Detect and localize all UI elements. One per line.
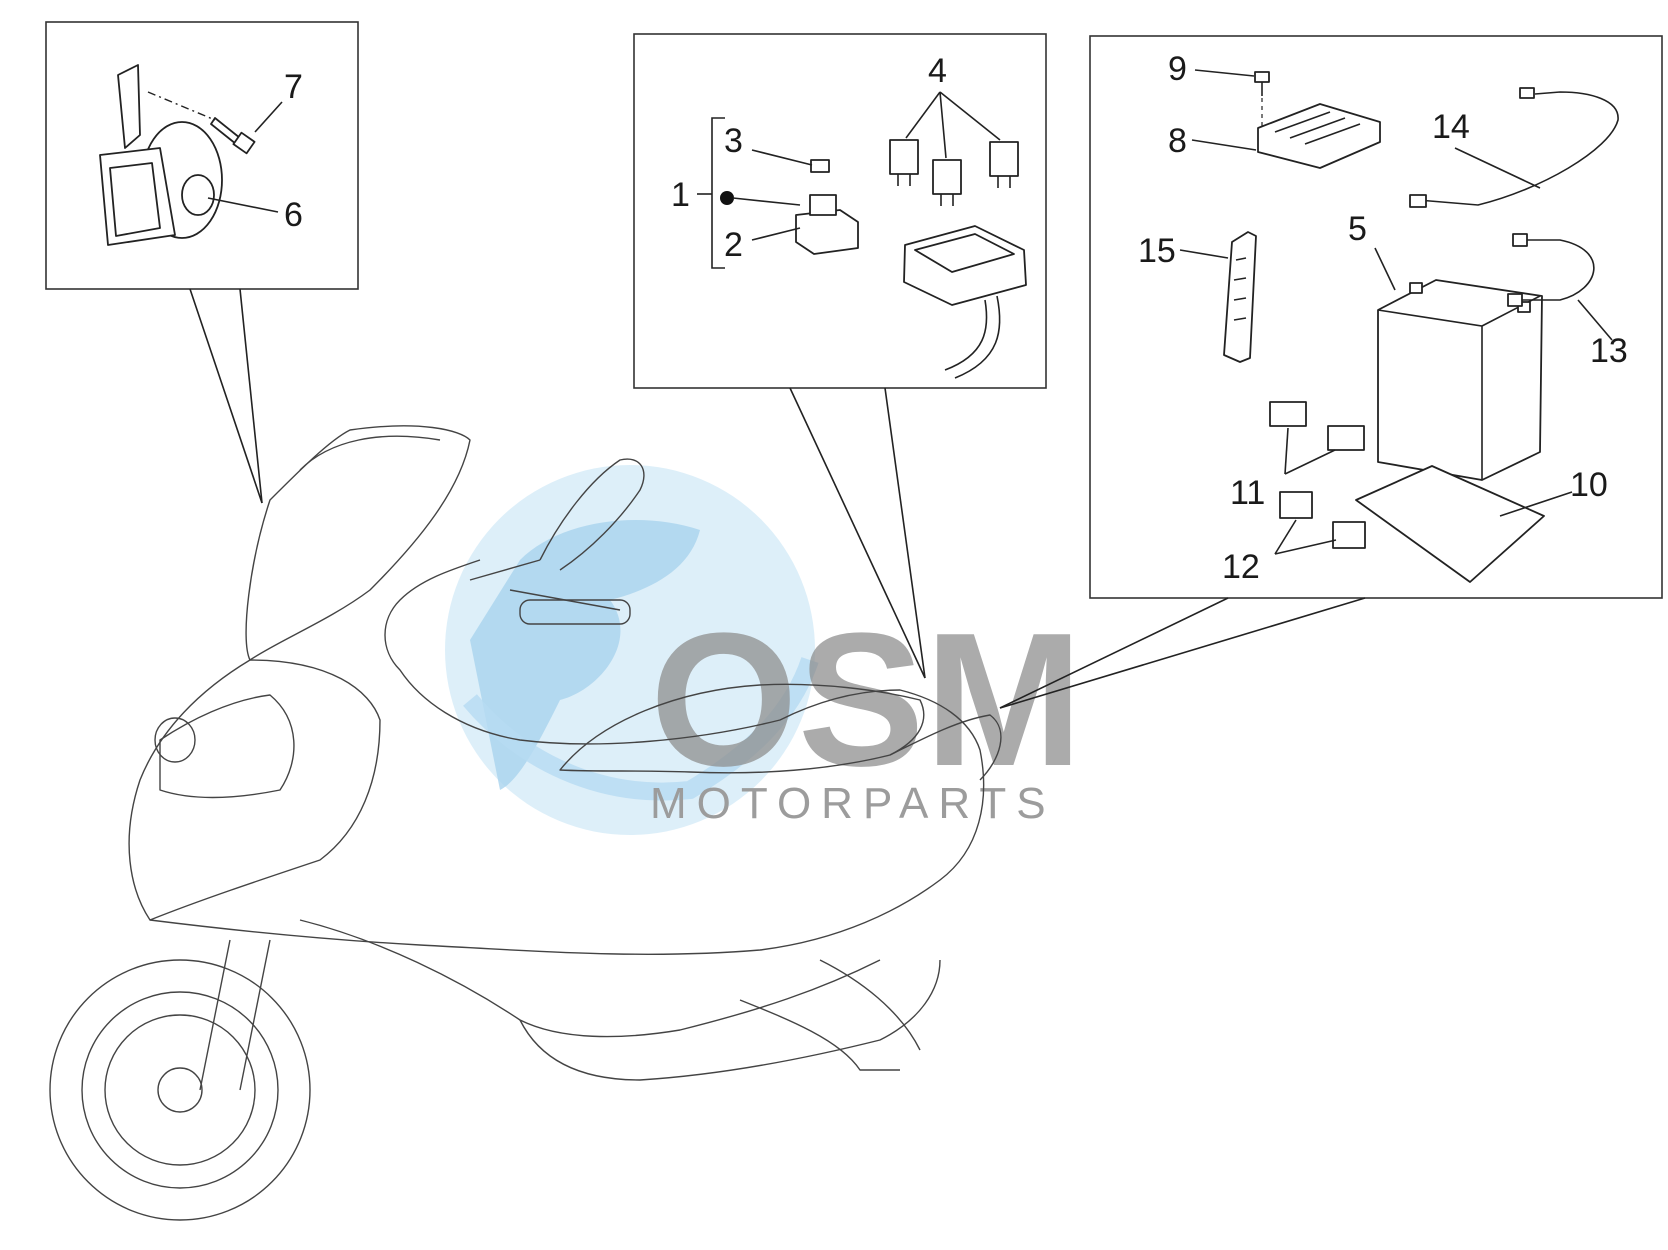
callout-8: 8 — [1168, 122, 1187, 160]
callout-2: 2 — [724, 226, 743, 264]
watermark-tagline: MOTORPARTS — [650, 779, 1056, 828]
watermark-logo: OSM — [650, 594, 1083, 806]
screw-icon — [1254, 71, 1270, 96]
callout-15: 15 — [1138, 232, 1176, 270]
scooter-outline — [49, 425, 1002, 1221]
callout-13: 13 — [1590, 332, 1628, 370]
positive-cable-icon — [1507, 233, 1595, 307]
negative-cable-icon — [1409, 87, 1619, 208]
battery-icon — [1377, 279, 1543, 481]
horn-icon — [99, 64, 223, 246]
fuse-relay-detail-box: 4 3 1 2 — [633, 33, 1047, 679]
callout-11: 11 — [1230, 474, 1265, 512]
callout-7: 7 — [284, 68, 303, 106]
fuse-box-icon — [903, 225, 1027, 379]
watermark: OSM MOTORPARTS — [445, 465, 1083, 835]
callout-6: 6 — [284, 196, 303, 234]
callout-12: 12 — [1222, 548, 1260, 586]
callout-4: 4 — [928, 52, 947, 90]
callout-3: 3 — [724, 122, 743, 160]
callout-10: 10 — [1570, 466, 1608, 504]
battery-cover-icon — [1257, 103, 1381, 169]
callout-1: 1 — [671, 176, 690, 214]
battery-strap-icon — [1223, 231, 1257, 363]
relay-icons — [889, 139, 1019, 206]
battery-pad-icon — [1355, 465, 1545, 583]
callout-14: 14 — [1432, 108, 1470, 146]
horn-bolt-icon — [210, 117, 256, 155]
callout-5: 5 — [1348, 210, 1367, 248]
fuse-holder-icon — [795, 194, 859, 255]
callout-1-dot — [720, 191, 734, 205]
terminal-cap-icons — [1269, 401, 1365, 451]
callout-9: 9 — [1168, 50, 1187, 88]
watermark-globe-continents — [470, 520, 700, 790]
terminal-cover-icons — [1279, 491, 1366, 549]
horn-detail-box: 7 6 — [45, 21, 359, 504]
battery-detail-box: 14 15 5 13 11 — [999, 35, 1663, 709]
fuse-icon — [810, 159, 830, 173]
